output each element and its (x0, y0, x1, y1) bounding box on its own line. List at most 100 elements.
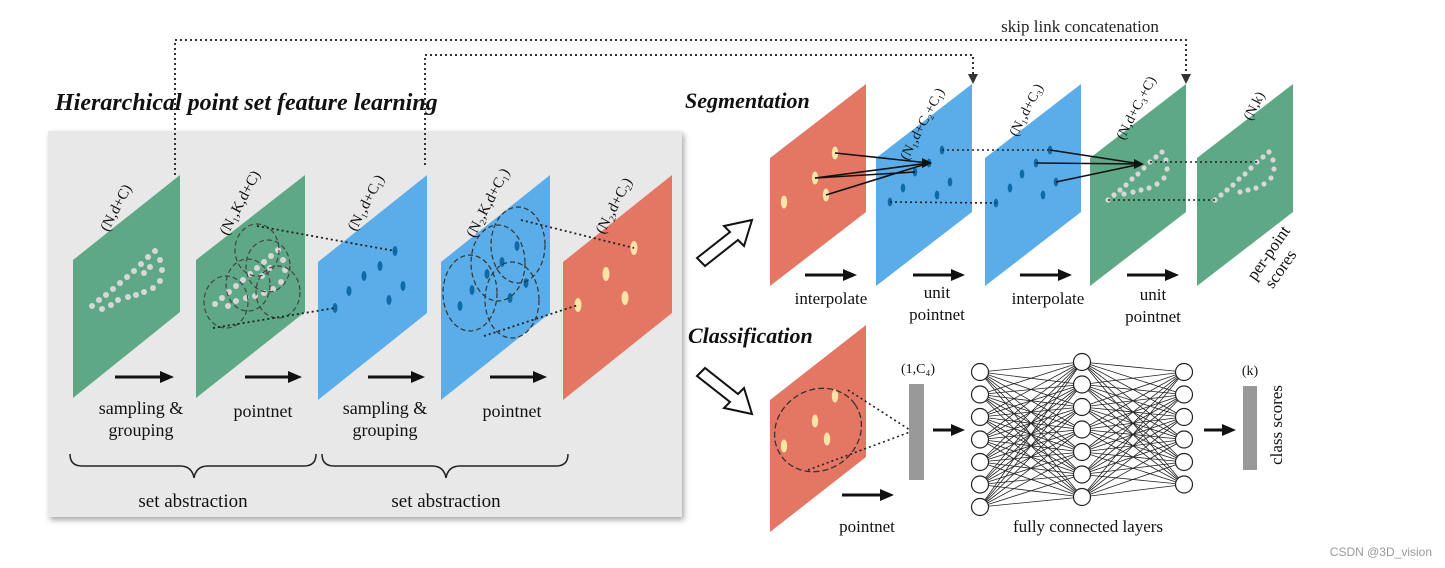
fc-edge (979, 361, 1083, 418)
fc-neurons (970, 352, 1194, 517)
segmentation-title: Segmentation (685, 88, 810, 113)
fc-neuron (1174, 475, 1194, 494)
fc-neuron (1174, 452, 1194, 472)
global-feature-bar (909, 384, 924, 480)
set-abstraction-braces (69, 453, 569, 479)
fc-edge (1081, 371, 1185, 385)
fc-edge (979, 361, 1083, 440)
seg-plane-4 (1090, 84, 1186, 286)
fc-edge (979, 451, 1083, 508)
cls-pointnet-label: pointnet (839, 517, 895, 536)
fc-neuron (970, 385, 990, 404)
fc-neuron (1174, 362, 1194, 382)
fc-layers-label: fully connected layers (1013, 517, 1163, 536)
fc-edge (1081, 371, 1185, 430)
plane-level1-features (318, 175, 427, 400)
fc-edge (1081, 416, 1185, 498)
fc-edge (979, 361, 1083, 395)
fc-neuron (1072, 442, 1092, 462)
plane-level2-grouped (441, 175, 550, 400)
interpolation-lines-2 (1035, 149, 1142, 183)
seg-step-interpolate-2: interpolate (1012, 289, 1085, 308)
classification-title: Classification (688, 323, 813, 348)
cls-plane-points (780, 389, 839, 453)
cls-plane (770, 325, 866, 532)
fc-neuron (970, 407, 990, 427)
fc-neuron (970, 362, 990, 382)
seg-plane-3-points (993, 145, 1059, 208)
unit-pointnet-projection-1 (889, 149, 1050, 204)
level1-points (332, 246, 406, 313)
fc-neuron (970, 430, 990, 449)
interpolation-lines-1 (814, 152, 930, 196)
grouping-projection-1 (212, 225, 396, 329)
fc-edge (1081, 371, 1185, 453)
fc-neuron (1072, 375, 1092, 394)
seg-plane-2 (876, 84, 972, 286)
fc-neuron (1072, 465, 1092, 484)
fc-neuron (1174, 430, 1194, 449)
seg-plane-4-points (1105, 149, 1170, 203)
seg-step-pointnet-2: pointnet (1125, 307, 1181, 326)
classification-branch-arrow (695, 366, 754, 416)
skip-link-outer (174, 39, 1187, 175)
step-label-sampling-1: sampling & (99, 398, 184, 418)
plane-input-points (73, 175, 180, 398)
skip-arrowhead-1 (968, 74, 978, 84)
brace-2 (321, 453, 569, 479)
set-abstraction-label-1: set abstraction (138, 491, 248, 512)
fc-neuron (1072, 420, 1092, 439)
step-label-pointnet-2: pointnet (483, 401, 542, 421)
class-score-bar (1243, 386, 1257, 470)
fc-connections (979, 361, 1185, 508)
fc-edge (1081, 439, 1185, 498)
seg-step-arrows (805, 269, 1179, 281)
seg-step-pointnet-1: pointnet (909, 305, 965, 324)
step-label-grouping-1: grouping (109, 420, 174, 440)
fc-neuron (1072, 487, 1092, 507)
to-fc-arrow (933, 424, 965, 436)
input-point-cloud (89, 248, 165, 312)
interp-arrowhead-1 (922, 158, 932, 168)
fc-neuron (1072, 352, 1092, 372)
feature-learning-title: Hierarchical point set feature learning (54, 90, 438, 116)
grouping-circles-1 (203, 223, 301, 329)
cls-pointnet-arrow (842, 489, 894, 501)
fc-edge (979, 361, 1083, 508)
fc-edge (1081, 484, 1185, 498)
global-feature-label: (1,C₄) (901, 362, 935, 377)
segmentation-branch-arrow (695, 218, 754, 268)
fc-edge (979, 429, 1083, 508)
cls-projection (807, 389, 911, 471)
grouping-projection-2 (483, 219, 635, 337)
fc-edge (1081, 371, 1185, 475)
fc-neuron (970, 497, 990, 517)
plane-level2-features (563, 175, 672, 400)
level2-grouped-points (457, 241, 529, 311)
skip-link-inner (424, 54, 974, 165)
fc-edge (979, 361, 1083, 463)
grouping-circles-2 (442, 206, 546, 339)
skip-link-label: skip link concatenation (1001, 17, 1159, 36)
fc-edge (979, 361, 1083, 485)
seg-step-unit-1: unit (924, 283, 951, 302)
fc-edge (979, 496, 1083, 508)
brace-1 (69, 453, 317, 479)
seg-step-interpolate-1: interpolate (795, 289, 868, 308)
watermark: CSDN @3D_vision (1330, 545, 1432, 559)
plane-grouped-points (196, 175, 305, 398)
seg-plane-5-points (1212, 149, 1277, 203)
fc-neuron (970, 475, 990, 494)
fc-edge (979, 384, 1083, 508)
class-scores-label: class scores (1267, 385, 1286, 465)
seg-plane-5 (1197, 84, 1293, 286)
interp-arrowhead-2 (1134, 159, 1144, 169)
fc-edge (1081, 461, 1185, 498)
seg-plane-1 (770, 84, 866, 286)
fc-edge (1081, 394, 1185, 498)
seg-plane-3 (985, 84, 1081, 286)
set-abstraction-label-2: set abstraction (391, 491, 501, 512)
fc-neuron (1174, 385, 1194, 404)
